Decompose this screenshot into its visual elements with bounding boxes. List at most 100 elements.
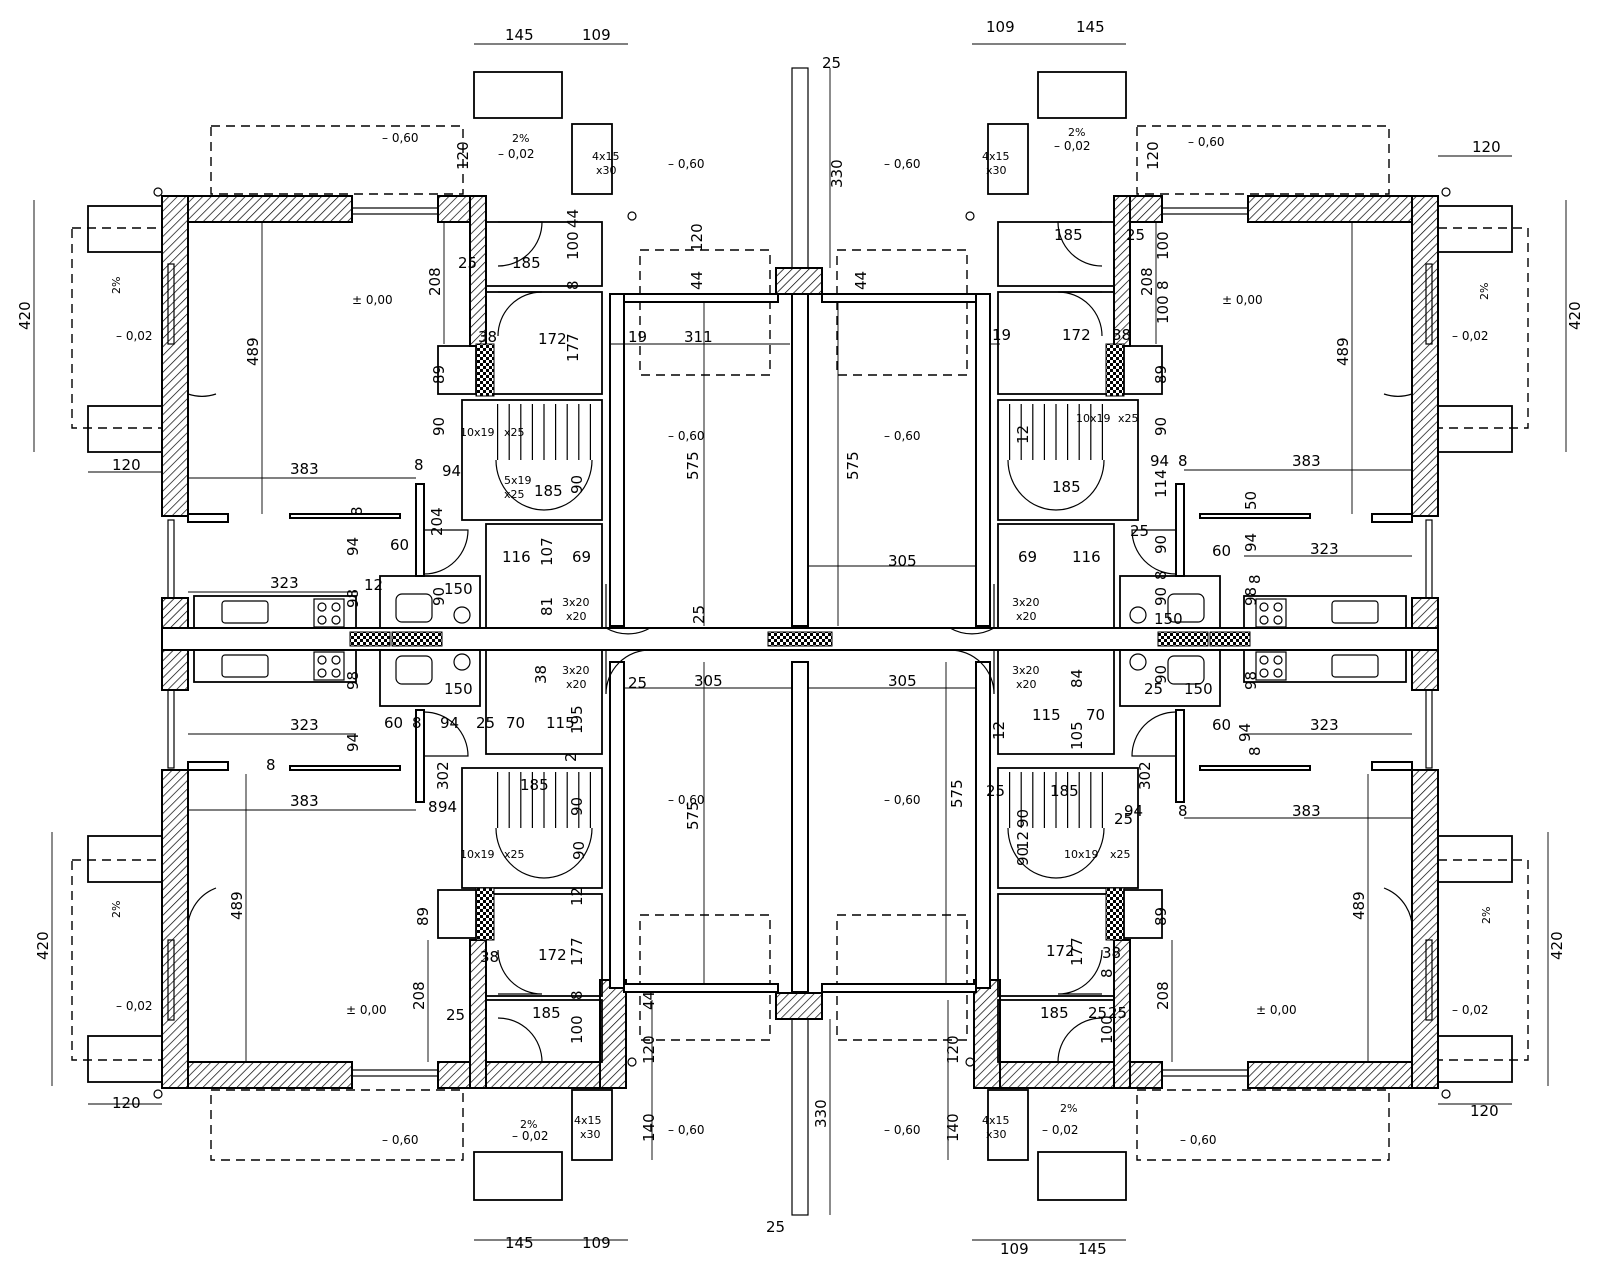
- dim-70-r: 70: [1086, 706, 1105, 724]
- dim-8-bl4: 8: [568, 990, 586, 1000]
- dim-208-bl: 208: [410, 981, 428, 1010]
- dim-60-l1: 60: [390, 536, 409, 554]
- level-002-tl: – 0,02: [498, 147, 535, 161]
- level-060-gr2: – 0,60: [884, 793, 921, 807]
- vent-tl: 3x20: [562, 596, 590, 609]
- dim-90-bl2: 90: [568, 797, 586, 816]
- dim-185-br2: 185: [1050, 782, 1079, 800]
- kitchen-counters: [193, 595, 1407, 683]
- dim-150-br: 150: [1184, 680, 1213, 698]
- dim-120-gbr: 120: [944, 1035, 962, 1064]
- dim-100-tl1: 100: [564, 231, 582, 260]
- dim-120-tl: 120: [112, 456, 141, 474]
- dim-575-tl: 575: [684, 451, 702, 480]
- dim-94-bl2: 94: [344, 733, 362, 752]
- dim-70-l: 70: [506, 714, 525, 732]
- vent-br: 3x20: [1012, 664, 1040, 677]
- dim-185-tl2: 185: [534, 482, 563, 500]
- dim-420-tr: 420: [1566, 301, 1584, 330]
- dim-8-br2: 8: [1246, 746, 1264, 756]
- dim-323-l2: 323: [290, 716, 319, 734]
- slope-tl: 2%: [512, 132, 529, 145]
- dim-575-bl: 575: [684, 801, 702, 830]
- dim-98-bl: 98: [344, 671, 362, 690]
- dim-177-tl: 177: [564, 333, 582, 362]
- steps-label-br: 4x15: [982, 1114, 1010, 1127]
- room-outlines: [379, 221, 1221, 1063]
- level-060-gtr: – 0,60: [884, 157, 921, 171]
- stair-tl: 10x19: [460, 426, 495, 439]
- stair-tr-x25: x25: [1118, 412, 1139, 425]
- dim-84: 84: [1068, 669, 1086, 688]
- slope-bl: 2%: [520, 1118, 537, 1131]
- dim-383-bl: 383: [290, 792, 319, 810]
- dim-25-ml: 25: [628, 674, 647, 692]
- steps-x30-bl: x30: [580, 1128, 601, 1141]
- dim-2: 2: [562, 752, 580, 762]
- dim-25-tr: 25: [1126, 226, 1145, 244]
- dim-109-tr: 109: [986, 18, 1015, 36]
- steps-x30-br: x30: [986, 1128, 1007, 1141]
- dim-60-r1: 60: [1212, 542, 1231, 560]
- dim-120-gbl: 120: [640, 1035, 658, 1064]
- dim-323-r2: 323: [1310, 716, 1339, 734]
- dim-109-br: 109: [1000, 1240, 1029, 1258]
- level-060-tbr: – 0,60: [1180, 1133, 1217, 1147]
- dim-38-bl: 38: [480, 948, 499, 966]
- dim-115-l: 115: [546, 714, 575, 732]
- dim-208-br: 208: [1154, 981, 1172, 1010]
- dim-90-tm: 90: [568, 475, 586, 494]
- dim-109-tl: 109: [582, 26, 611, 44]
- stair-treads: [495, 404, 1105, 879]
- dim-575-tr: 575: [844, 451, 862, 480]
- dim-89-tl: 89: [430, 365, 448, 384]
- dim-94-tl2: 94: [344, 537, 362, 556]
- dim-204: 204: [428, 507, 446, 536]
- dim-140-l: 140: [640, 1113, 658, 1142]
- dim-12-bl: 12: [568, 887, 586, 906]
- level-060-ttl: – 0,60: [382, 131, 419, 145]
- dim-120-ttl: 120: [454, 141, 472, 170]
- dim-94-bl: 94: [438, 798, 457, 816]
- dim-177-bl: 177: [568, 937, 586, 966]
- flue-pipe: [791, 67, 809, 1216]
- dim-44-tl: 44: [688, 271, 706, 290]
- dim-25-br2: 25: [1144, 680, 1163, 698]
- dim-323-l1: 323: [270, 574, 299, 592]
- slope-sl1: 2%: [110, 277, 123, 294]
- vent-bl-x20: x20: [566, 678, 587, 691]
- dim-90-bl: 90: [570, 841, 588, 860]
- dim-107: 107: [538, 537, 556, 566]
- dim-383-tl: 383: [290, 460, 319, 478]
- dim-120-tr: 120: [1472, 138, 1501, 156]
- dim-323-r1: 323: [1310, 540, 1339, 558]
- dim-575-br: 575: [948, 779, 966, 808]
- dim-98-tr: 98: [1242, 587, 1260, 606]
- vent-bl: 3x20: [562, 664, 590, 677]
- dim-89-bl: 89: [414, 907, 432, 926]
- vent-tr-x20: x20: [1016, 610, 1037, 623]
- dim-44-bl: 44: [640, 991, 658, 1010]
- dim-94-bl3: 94: [440, 714, 459, 732]
- slope-br: 2%: [1060, 1102, 1077, 1115]
- stair-bl: 10x19: [460, 848, 495, 861]
- dim-25-top: 25: [822, 54, 841, 72]
- dim-60-r2: 60: [1212, 716, 1231, 734]
- dim-489-bl: 489: [228, 891, 246, 920]
- dim-302-l: 302: [434, 761, 452, 790]
- slope-tr: 2%: [1068, 126, 1085, 139]
- dim-8-tl3: 8: [564, 280, 582, 290]
- column-markers: [153, 187, 1451, 1099]
- interior-walls: [161, 293, 1439, 993]
- dim-25-br5: 25: [1108, 1004, 1127, 1022]
- bathroom-fixtures: [395, 593, 1205, 685]
- dim-145-br: 145: [1078, 1240, 1107, 1258]
- dim-12-l: 12: [364, 576, 383, 594]
- level-060-gr1: – 0,60: [884, 429, 921, 443]
- dimension-labels: 145 109 109 145 145 109 109 145 120 120 …: [16, 18, 1584, 1258]
- dim-44-tr: 44: [852, 271, 870, 290]
- dim-94-tr: 94: [1150, 452, 1169, 470]
- dim-100-tr1: 100: [1154, 231, 1172, 260]
- level-marks: ± 0,00 ± 0,00 ± 0,00 ± 0,00 – 0,60 – 0,6…: [116, 131, 1489, 1147]
